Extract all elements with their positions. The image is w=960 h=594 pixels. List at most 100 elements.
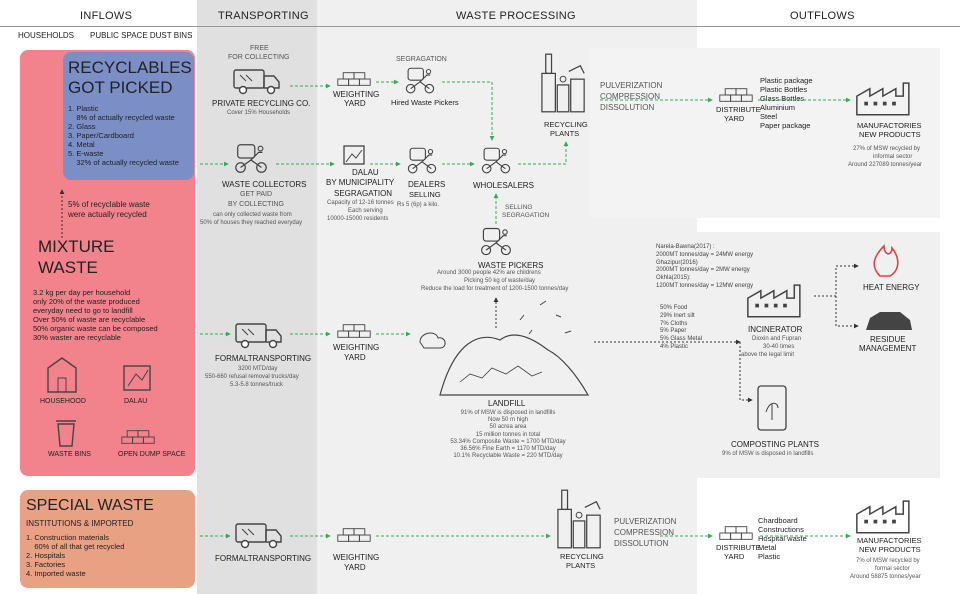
header-outflows: OUTFLOWS bbox=[790, 10, 855, 22]
process-step: PULVERIZATION bbox=[600, 81, 663, 90]
factory-icon bbox=[856, 82, 910, 116]
icon-label-dalau: DALAU bbox=[124, 398, 148, 405]
distribute-yard-1-label-2: YARD bbox=[724, 114, 745, 123]
manufactories-1-sub-2: informal sector bbox=[873, 154, 913, 160]
recyclables-item: 4. Metal bbox=[68, 140, 95, 149]
selling-seg-2: SEGRAGATION bbox=[502, 212, 550, 219]
header-rule bbox=[0, 26, 960, 27]
manufactories-2-sub-1: 7% of MSW recycled by bbox=[856, 558, 920, 564]
manufactories-1-label-2: NEW PRODUCTS bbox=[859, 130, 921, 139]
mixture-item: only 20% of the waste produced bbox=[33, 297, 140, 306]
dalau-label-2: BY MUNICIPALITY bbox=[326, 178, 395, 187]
process-step: DISSOLUTION bbox=[600, 102, 655, 112]
landfill-label: LANDFILL bbox=[488, 399, 526, 408]
fire-icon bbox=[873, 244, 899, 277]
dalau-sub-2: Each serving bbox=[348, 208, 383, 214]
bricks-icon bbox=[121, 430, 155, 444]
distribute-yard-1-label-1: DISTRIBUTE bbox=[716, 105, 761, 114]
manufactories-1-label-1: MANUFACTORIES bbox=[857, 121, 922, 130]
manufactories-2-label-2: NEW PRODUCTS bbox=[859, 545, 921, 554]
residue-icon bbox=[866, 312, 912, 330]
plant-line: 1200MT tonnes/day = 12MW energy bbox=[656, 282, 754, 289]
mid-processing-panel bbox=[590, 232, 940, 478]
plant-line: 2000MT tonnes/day = 24MW energy bbox=[656, 251, 754, 258]
icon-label-bins: WASTE BINS bbox=[48, 451, 91, 458]
mixture-item: 50% organic waste can be composed bbox=[33, 324, 158, 333]
recyclables-title-2: GOT PICKED bbox=[68, 78, 173, 97]
dalau-sub-3: 10000-15000 residents bbox=[327, 216, 389, 222]
waste-collectors-label: WASTE COLLECTORS bbox=[222, 180, 307, 189]
manufactories-1-sub-1: 27% of MSW recycled by bbox=[853, 146, 921, 152]
landfill-line: 53.34% Composite Waste = 1700 MTD/day bbox=[450, 438, 566, 445]
waste-pickers-label: WASTE PICKERS bbox=[478, 261, 544, 270]
landfill-line: 36.56% Fine Earth = 1170 MTD/day bbox=[460, 445, 556, 452]
special-item: 60% of all that get recycled bbox=[26, 542, 125, 551]
output-item: Plastic bbox=[758, 552, 781, 561]
trash-bin-icon bbox=[56, 420, 76, 447]
get-paid-1: GET PAID bbox=[240, 191, 273, 198]
collectors-sub-2: 50% of houses they reached everyday bbox=[200, 220, 303, 226]
composition-line: 7% Cloths bbox=[660, 320, 688, 327]
weighting-yard-2-label-1: WEIGHTING bbox=[333, 343, 380, 352]
mixture-item: 3.2 kg per day per household bbox=[33, 288, 131, 297]
flow-arrows bbox=[200, 79, 851, 539]
waste-cart-icon bbox=[407, 147, 437, 174]
selling-seg-1: SELLING bbox=[505, 204, 533, 211]
formal-transport-1-sub-3: 5.3-5.8 tonnes/truck bbox=[230, 382, 284, 388]
dealers-sub: Rs 5 (6p) a kilo. bbox=[397, 202, 440, 208]
residue-label-2: MANAGEMENT bbox=[859, 344, 917, 353]
black-arrows bbox=[59, 189, 859, 403]
output-item: Glass Bottles bbox=[760, 94, 805, 103]
selling-label: SELLING bbox=[409, 190, 441, 199]
output-item: Chardboard bbox=[758, 516, 798, 525]
compost-bag-icon bbox=[757, 385, 787, 431]
segragation-label: SEGRAGATION bbox=[396, 56, 447, 63]
landfill-line: Now 50 m high bbox=[487, 417, 529, 424]
house-icon bbox=[47, 357, 77, 393]
plant-line: Okhla(2015): bbox=[656, 275, 691, 282]
manufactories-1-sub-3: Around 227089 tonnes/year bbox=[848, 162, 923, 168]
special-card bbox=[20, 490, 195, 588]
tab-public-bins: PUBLIC SPACE DUST BINS bbox=[90, 31, 193, 40]
output-item: Plastic package bbox=[760, 76, 813, 85]
output-item: Plastic Bottles bbox=[760, 85, 808, 94]
get-paid-2: BY COLLECTING bbox=[228, 201, 284, 208]
manufactories-2-label-1: MANUFACTORIES bbox=[857, 536, 922, 545]
distribute-yard-2-label-1: DISTRIBUTE bbox=[716, 543, 761, 552]
weighting-yard-3-label-2: YARD bbox=[344, 563, 366, 572]
transporting-band bbox=[197, 0, 317, 594]
process-step: COMPRESSION bbox=[614, 527, 675, 537]
recycling-plant-icon bbox=[557, 489, 601, 549]
composition-line: 50% Food bbox=[660, 305, 688, 311]
special-item: 3. Factories bbox=[26, 560, 66, 569]
waste-pickers-sub-2: Picking 50 kg of waste/day bbox=[464, 278, 536, 284]
residue-label-1: RESIDUE bbox=[870, 335, 906, 344]
recyclables-item: 3. Paper/Cardboard bbox=[68, 131, 134, 140]
dealers-label: DEALERS bbox=[408, 180, 446, 189]
truck-icon bbox=[235, 323, 282, 349]
composting-label: COMPOSTING PLANTS bbox=[731, 440, 820, 449]
incinerator-sub-3: above the legal limit bbox=[741, 352, 795, 358]
hired-pickers-label: Hired Waste Pickers bbox=[391, 98, 459, 107]
private-recycling-label: PRIVATE RECYCLING CO. bbox=[212, 99, 311, 108]
composition-line: 4% Plastic bbox=[660, 343, 689, 350]
heat-energy-label: HEAT ENERGY bbox=[863, 283, 920, 292]
incinerator-icon bbox=[747, 284, 801, 318]
incinerator-label: INCINERATOR bbox=[748, 325, 803, 334]
landfill-line: 10.1% Recyclable Waste = 220 MTD/day bbox=[453, 453, 563, 460]
recyclables-item: 32% of actually recycled waste bbox=[68, 158, 179, 167]
manufactories-2-sub-3: Around 58875 tonnes/year bbox=[850, 574, 921, 580]
dalau-label-3: SEGRAGATION bbox=[334, 189, 393, 198]
landfill-texture-icon bbox=[459, 365, 543, 383]
recycling-plants-2-label-2: PLANTS bbox=[566, 561, 596, 570]
bricks-icon bbox=[337, 528, 371, 542]
bricks-icon bbox=[337, 72, 371, 86]
output-item: Paper package bbox=[760, 121, 811, 130]
